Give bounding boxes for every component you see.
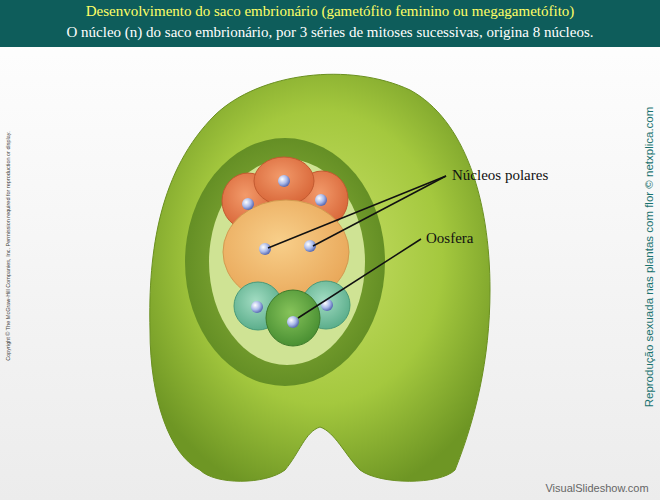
integument (150, 74, 490, 481)
subtitle: O núcleo (n) do saco embrionário, por 3 … (67, 23, 594, 41)
watermark: VisualSlideshow.com (545, 482, 648, 495)
nucellus (185, 138, 385, 386)
part-label: Núcleos polares (452, 166, 548, 184)
title: Desenvolvimento do saco embrionário (gam… (86, 3, 575, 20)
copyright-note: Copyright © The McGraw-Hill Companies, I… (5, 131, 12, 360)
part-label: Oosfera (426, 229, 473, 247)
antipodal-cell (254, 157, 314, 205)
leader-lines (268, 176, 446, 318)
watermark: Reprodução sexuada nas plantas com flor … (643, 107, 657, 408)
title-banner (0, 0, 660, 47)
egg-cell (266, 290, 320, 346)
